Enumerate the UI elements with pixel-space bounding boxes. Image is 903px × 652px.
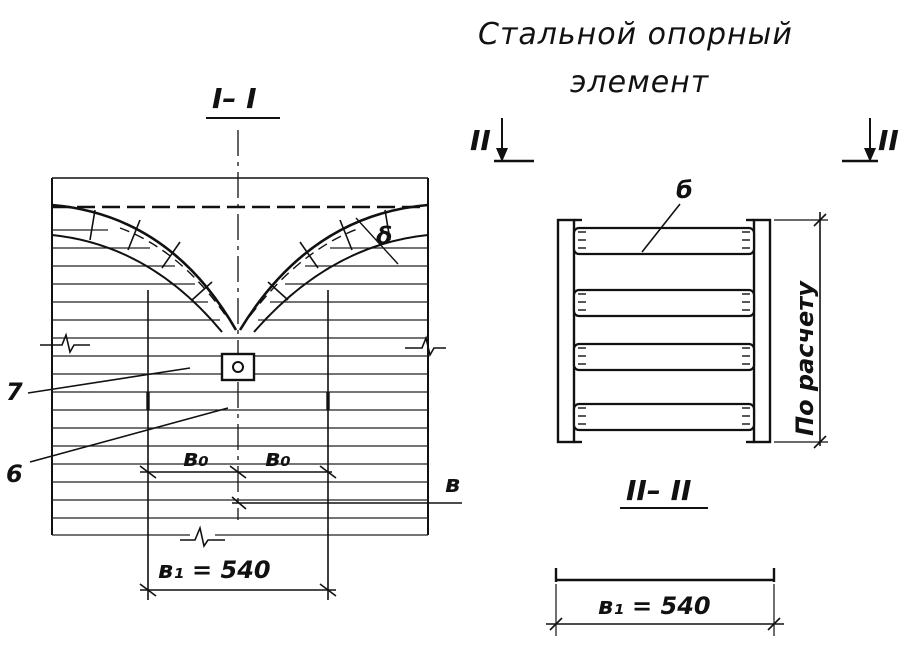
steel-frame [556,218,772,444]
title-line-2: элемент [570,65,710,100]
section-2-label: II– II [626,474,691,507]
weld-marks [578,231,750,425]
dim-b1: в₁ = 540 [158,556,271,584]
section-1-label: I– I [212,82,257,115]
cross-bars [572,226,756,432]
dim-b0-left: в₀ [183,444,209,472]
callout-6: 6 [6,460,23,488]
break-lines [40,332,446,549]
brick-courses [52,229,428,536]
steel-support-element [220,352,256,382]
section-arrow-left [496,148,508,162]
section-2-callout-6-leader [641,203,681,253]
dim-height: По расчету [791,280,819,436]
section-2-callout-6: б [676,176,693,204]
section-arrow-right [864,148,876,162]
section-2-dim-b1: в₁ = 540 [598,592,711,620]
dim-b0-right: в₀ [265,444,291,472]
callout-7: 7 [6,378,23,406]
support-hole [232,361,244,373]
callout-7-leader [27,367,191,394]
dim-b: в [445,470,460,498]
section-2-marker-left: II [470,124,491,157]
section-1-view: I– I [6,82,462,600]
callout-delta: δ [376,222,393,250]
callout-6-leader [29,407,229,463]
vault-arches [51,203,429,333]
section-2-view: II II [470,118,899,636]
title-line-1: Стальной опорный [478,17,793,52]
section-2-marker-right: II [878,124,899,157]
